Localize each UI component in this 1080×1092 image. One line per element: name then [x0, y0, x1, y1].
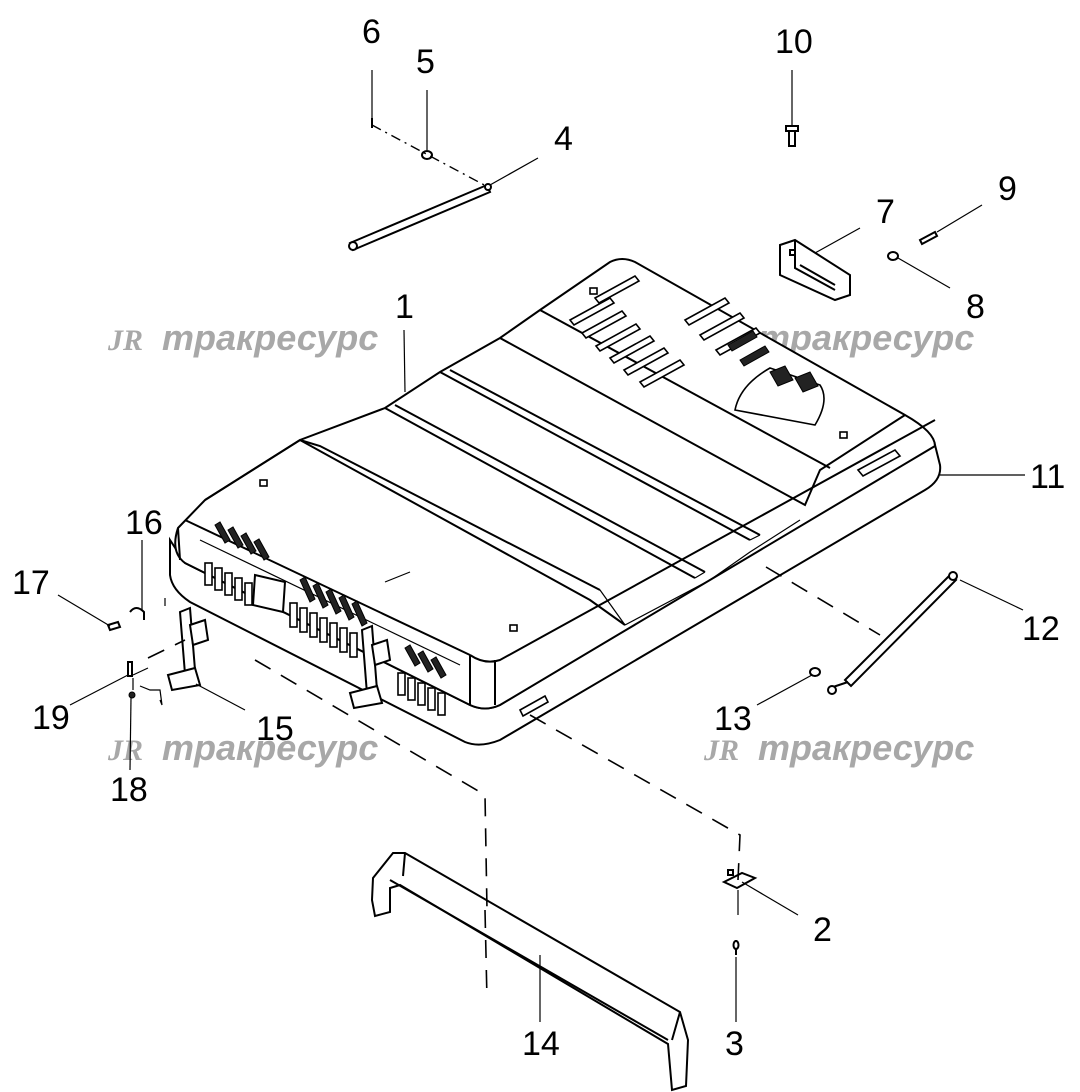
callout-1: 1: [395, 288, 414, 326]
callout-15: 15: [256, 710, 294, 748]
callout-4: 4: [554, 120, 573, 158]
watermark-text: тракресурс: [162, 727, 378, 768]
bolt-part-10: [785, 125, 799, 147]
callout-8: 8: [966, 288, 985, 326]
assembly-lines: [132, 566, 881, 1001]
latch-part-15-left: [166, 606, 210, 692]
callouts: 6 5 4 1 10 7 9 8 11 12 13 16 17 19 15 18…: [12, 13, 1065, 1063]
callout-11: 11: [1030, 458, 1065, 496]
callout-19: 19: [32, 699, 70, 737]
washer-part-5: [421, 150, 433, 160]
hinge-part-7: [779, 238, 851, 302]
callout-5: 5: [416, 43, 435, 81]
leader-lines: [57, 70, 1025, 1022]
front-vents-right: [397, 644, 447, 716]
screw-part-17: [106, 620, 122, 632]
latch-part-15-right: [348, 624, 392, 710]
clip-part-16: [129, 607, 145, 620]
front-vents-center: [289, 576, 368, 658]
watermark-logo: ЈR: [107, 324, 143, 357]
watermark-logo: ЈR: [107, 734, 143, 767]
watermark-bottom-right: ЈR тракресурс: [703, 727, 974, 768]
callout-6: 6: [362, 13, 381, 51]
watermark-top-left: ЈR тракресурс: [107, 317, 378, 358]
callout-16: 16: [125, 504, 163, 542]
watermark-bottom-left: ЈR тракресурс: [107, 727, 378, 768]
hood-cover: [169, 258, 942, 746]
callout-14: 14: [522, 1025, 560, 1063]
watermark-text: тракресурс: [162, 317, 378, 358]
top-vents: [259, 274, 902, 718]
frame-part-14: [370, 852, 690, 1092]
washer-part-13: [809, 667, 821, 677]
bolt-part-9: [918, 230, 939, 246]
gas-strut-part-12: [827, 571, 958, 695]
block-part-2: [721, 869, 758, 890]
callout-2: 2: [813, 911, 832, 949]
rod-part-4: [348, 183, 492, 252]
nut-part-18: [128, 691, 136, 699]
callout-12: 12: [1022, 610, 1060, 648]
front-vents-left: [204, 521, 270, 606]
callout-13: 13: [714, 700, 752, 738]
watermark-text: тракресурс: [758, 727, 974, 768]
callout-3: 3: [725, 1025, 744, 1063]
screw-part-3: [732, 940, 740, 955]
callout-9: 9: [998, 170, 1017, 208]
bracket-part-15: [251, 573, 287, 614]
nut-part-8: [887, 251, 899, 261]
screw-part-19: [127, 661, 133, 677]
callout-7: 7: [876, 193, 895, 231]
callout-18: 18: [110, 771, 148, 809]
watermark-logo: ЈR: [703, 734, 739, 767]
callout-10: 10: [775, 23, 813, 61]
callout-17: 17: [12, 564, 50, 602]
